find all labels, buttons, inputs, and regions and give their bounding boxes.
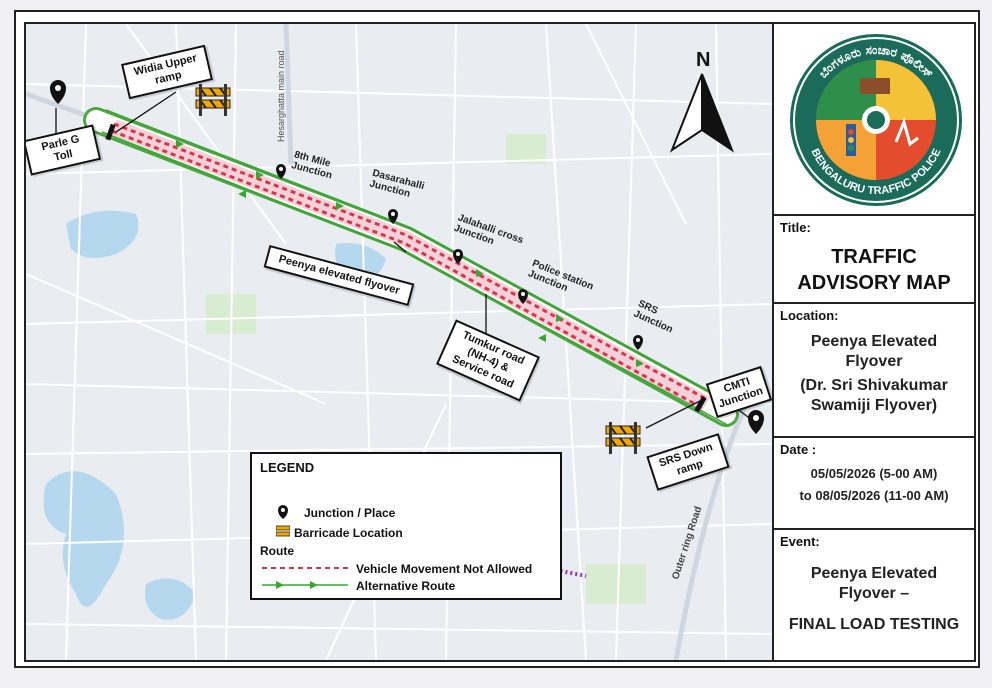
pin-srs: [633, 335, 643, 350]
event-section: Event: Peenya Elevated Flyover – FINAL L…: [774, 528, 974, 660]
pin-cmti: [748, 410, 764, 434]
event-line1: Peenya Elevated Flyover –: [810, 565, 938, 602]
not-allowed-dashes-2: [111, 129, 705, 411]
alt-route-arrows-top: [105, 109, 733, 405]
map-canvas: N Hesarghatta main road Outer ring Road: [26, 24, 772, 660]
location-line1: Peenya Elevated Flyover: [810, 333, 938, 370]
lake-1: [66, 210, 139, 258]
park-2: [586, 564, 646, 604]
date-line2: to 08/05/2026 (11-00 AM): [799, 488, 949, 503]
north-arrow-icon: [669, 73, 735, 153]
traffic-police-logo: ಬೆಂಗಳೂರು ಸಂಚಾರ ಪೊಲೀಸ್ BENGALURU TRAFFIC …: [790, 34, 962, 206]
junction-pins: [50, 80, 764, 434]
date-section: Date : 05/05/2026 (5-00 AM) to 08/05/202…: [774, 436, 974, 528]
event-line2: FINAL LOAD TESTING: [788, 616, 960, 633]
title-section: Title: TRAFFIC ADVISORY MAP: [774, 214, 974, 302]
barricade-icon-1: [195, 84, 231, 116]
info-panel: ಬೆಂಗಳೂರು ಸಂಚಾರ ಪೊಲೀಸ್ BENGALURU TRAFFIC …: [772, 24, 974, 660]
map-frame: N Hesarghatta main road Outer ring Road …: [14, 10, 980, 668]
road-hesarghatta-label: Hesarghatta main road: [276, 50, 286, 142]
not-allowed-route: [111, 119, 710, 412]
alt-route-markers: [176, 140, 644, 367]
title-label: Title:: [780, 220, 811, 235]
legend-alternative-line: [262, 581, 348, 589]
map-area[interactable]: N Hesarghatta main road Outer ring Road …: [26, 24, 772, 660]
legend-alternative-label: Alternative Route: [356, 579, 456, 593]
legend-junction-icon: [278, 505, 288, 519]
north-label: N: [696, 49, 710, 71]
pin-police-station: [518, 289, 528, 304]
pin-dasarahalli: [388, 209, 398, 224]
lake-4: [145, 578, 196, 620]
legend-route-label: Route: [260, 544, 294, 558]
legend-junction-label: Junction / Place: [304, 506, 396, 520]
legend-not-allowed-line: [262, 567, 348, 569]
lake-3: [43, 471, 124, 607]
location-label: Location:: [780, 308, 839, 323]
legend-barricade-label: Barricade Location: [294, 526, 403, 540]
park-3: [506, 134, 546, 164]
map-title: TRAFFIC ADVISORY MAP: [797, 246, 951, 294]
barricade-bar-widia: [105, 123, 116, 141]
barricade-bar-srs: [694, 396, 707, 413]
legend: LEGEND Junction / Place Barricade Locati…: [250, 452, 562, 600]
pin-8th-mile: [276, 164, 286, 179]
not-allowed-dashes-1: [113, 122, 709, 402]
location-section: Location: Peenya Elevated Flyover (Dr. S…: [774, 302, 974, 436]
pin-jalahalli: [453, 249, 463, 264]
legend-barricade-icon: [276, 525, 290, 537]
map-inner-frame: N Hesarghatta main road Outer ring Road …: [24, 22, 976, 662]
location-line2: (Dr. Sri Shivakumar Swamiji Flyover): [800, 377, 948, 414]
barricade-icon-2: [605, 422, 641, 454]
date-label: Date :: [780, 442, 817, 457]
legend-not-allowed-label: Vehicle Movement Not Allowed: [356, 562, 533, 576]
alt-route-arrows-bottom: [101, 131, 727, 425]
date-line1: 05/05/2026 (5-00 AM): [810, 466, 938, 481]
event-label: Event:: [780, 534, 820, 549]
pin-parle-g: [50, 80, 66, 104]
legend-title: LEGEND: [260, 460, 315, 475]
